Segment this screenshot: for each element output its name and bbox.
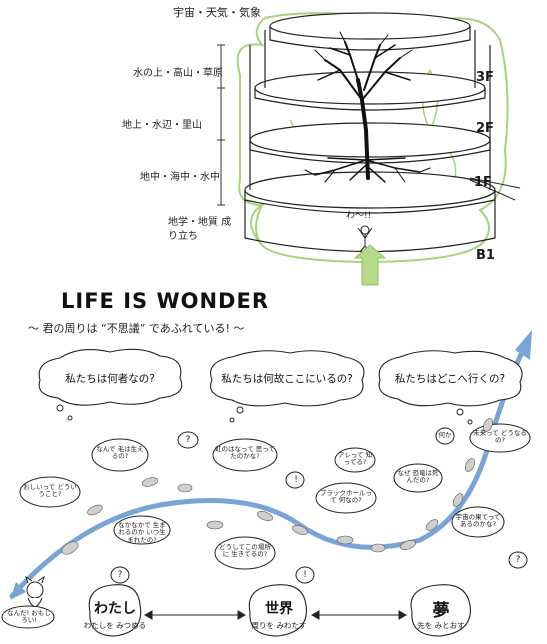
bottom-circle-world <box>248 584 307 637</box>
page-title: LIFE IS WONDER <box>61 289 269 313</box>
floor-2f-label: 2F <box>476 121 494 136</box>
tree-icon <box>304 31 431 183</box>
bottom-sub-me: わたしを みつめる <box>83 621 147 630</box>
small-bubble-text-14: ! <box>303 570 307 580</box>
kid-speech-bubble <box>1 605 55 629</box>
question-cloud-1 <box>38 348 183 406</box>
small-bubble-8 <box>393 463 443 493</box>
small-bubble-text-1: なんで 毛は生えるの? <box>96 445 144 461</box>
small-bubble-text-11: 宇宙の果てって あるのかな? <box>455 513 501 529</box>
up-arrow-icon <box>353 244 387 286</box>
small-bubble-15 <box>508 551 528 569</box>
question-cloud-2 <box>210 350 365 407</box>
floor-1f-label: 1F <box>474 175 492 190</box>
question-1: 私たちは何者なの? <box>65 373 155 385</box>
question-cloud-3 <box>378 350 523 407</box>
small-bubble-14 <box>110 566 130 584</box>
small-bubble-text-12: ? <box>185 435 191 445</box>
small-bubble-text-2: 虹のはなって 思ってたのかな? <box>215 445 275 461</box>
small-bubble-1 <box>91 438 149 472</box>
floor-2f-side-label: 地上・水辺・里山 <box>122 120 202 131</box>
small-bubble-text-10: 未来って どうなるの? <box>473 429 527 445</box>
small-bubble-16 <box>435 427 455 445</box>
kid-speech-text: なんだ! おもしろい! <box>7 609 51 625</box>
small-bubble-text-8: なぜ 恐竜は死んだの? <box>397 469 439 485</box>
exclaim-label: わ〜!! <box>346 211 372 221</box>
small-bubble-text-13: ! <box>294 475 298 485</box>
question-2: 私たちは何故ここにいるの? <box>221 373 353 385</box>
floor-1f-side-label: 地中・海中・水中 <box>140 172 220 183</box>
small-bubble-text-6: ブラックホールって 何なの? <box>320 489 372 505</box>
floor-3f-side-label: 水の上・高山・草原 <box>133 68 223 79</box>
small-bubble-10 <box>451 506 505 538</box>
bottom-title-me: わたし <box>94 601 136 617</box>
floor-b1-label: B1 <box>476 248 495 263</box>
small-bubble-6 <box>315 482 377 514</box>
small-bubble-5 <box>214 536 276 570</box>
floor-b1-side-label: 地学・地質 成り立ち <box>168 217 232 242</box>
building <box>244 12 496 253</box>
small-bubble-12 <box>285 471 305 489</box>
small-bubble-3 <box>19 476 81 508</box>
small-bubble-2 <box>212 438 278 472</box>
floor-3f-label: 3F <box>476 70 494 85</box>
bottom-title-world: 世界 <box>265 601 293 617</box>
small-bubble-13 <box>295 566 315 584</box>
bottom-circle-dream <box>410 584 471 637</box>
small-bubble-4 <box>113 515 171 545</box>
question-3: 私たちはどこへ行くの? <box>394 373 506 385</box>
small-bubble-text-3: おしいって どういうこと? <box>23 483 77 499</box>
bottom-sub-world: 周りを みわたす <box>251 621 307 630</box>
bottom-sub-dream: 先を みとおす <box>417 621 465 630</box>
bottom-circle-me <box>88 584 142 637</box>
page-subtitle: 〜 君の周りは “不思議” であふれている! 〜 <box>28 322 245 335</box>
bottom-title-dream: 夢 <box>432 601 450 621</box>
small-bubble-text-7: アレって 知ってる? <box>337 451 373 467</box>
curve-arrowhead-icon <box>515 330 532 360</box>
small-bubble-text-5: どうしてこの場所に 生きてるの? <box>219 543 271 559</box>
small-bubble-text-16: ? <box>515 555 521 565</box>
small-bubble-7 <box>334 447 376 473</box>
small-bubble-text-4: なかなかで 生まれるのか いつ生まれたの? <box>118 521 166 544</box>
small-bubble-text-9: 何か <box>438 431 452 439</box>
small-bubble-text-15: ? <box>117 570 123 580</box>
figure-icon <box>357 225 373 253</box>
roof-label: 宇宙・天気・気象 <box>173 6 261 19</box>
small-bubble-11 <box>177 431 199 449</box>
kid-icon <box>25 575 45 607</box>
